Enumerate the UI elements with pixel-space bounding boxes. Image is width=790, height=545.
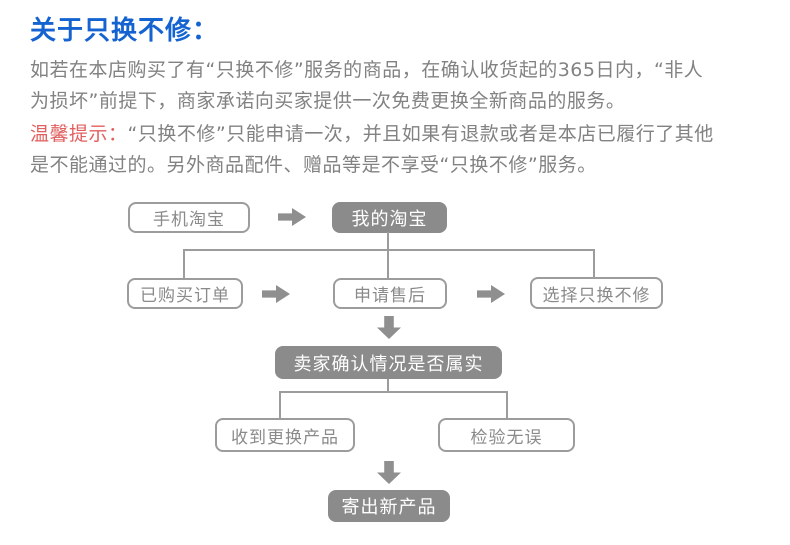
connector-line <box>183 249 595 251</box>
notice-line-1: 温馨提示：“只换不修”只能申请一次，并且如果有退款或者是本店已履行了其他 <box>30 119 775 150</box>
notice-paragraph: 温馨提示：“只换不修”只能申请一次，并且如果有退款或者是本店已履行了其他 是不能… <box>30 119 775 181</box>
intro-paragraph: 如若在本店购买了有“只换不修”服务的商品，在确认收货起的365日内，“非人 为损… <box>30 55 775 117</box>
arrow-right-icon <box>477 285 505 303</box>
intro-line-2: 为损坏”前提下，商家承诺向买家提供一次免费更换全新商品的服务。 <box>30 90 626 112</box>
connector-line <box>279 391 508 393</box>
flow-node-apply-aftersale: 申请售后 <box>333 278 447 309</box>
flow-node-purchased-orders: 已购买订单 <box>127 278 243 309</box>
flow-node-ship-new-product: 寄出新产品 <box>328 490 450 522</box>
connector-line <box>506 391 508 418</box>
notice-label: 温馨提示： <box>30 123 128 145</box>
connector-line <box>387 379 389 393</box>
connector-line <box>279 391 281 418</box>
arrow-right-icon <box>262 285 290 303</box>
arrow-down-icon <box>377 461 401 484</box>
flow-node-seller-confirm: 卖家确认情况是否属实 <box>275 346 502 379</box>
connector-line <box>387 249 389 278</box>
flow-node-receive-replacement: 收到更换产品 <box>215 418 355 452</box>
connector-line <box>593 249 595 277</box>
arrow-right-icon <box>278 208 306 226</box>
notice-line-2: 是不能通过的。另外商品配件、赠品等是不享受“只换不修”服务。 <box>30 154 597 176</box>
connector-line <box>183 249 185 278</box>
flow-node-inspection-ok: 检验无误 <box>438 418 575 452</box>
notice-line-1-text: “只换不修”只能申请一次，并且如果有退款或者是本店已履行了其他 <box>127 123 714 145</box>
arrow-down-icon <box>377 316 401 339</box>
flow-node-mobile-taobao: 手机淘宝 <box>128 202 250 233</box>
page-title: 关于只换不修： <box>30 16 220 46</box>
flow-node-my-taobao: 我的淘宝 <box>332 202 447 233</box>
flow-node-choose-replace-only: 选择只换不修 <box>530 277 663 309</box>
intro-line-1: 如若在本店购买了有“只换不修”服务的商品，在确认收货起的365日内，“非人 <box>30 59 704 81</box>
connector-line <box>387 232 389 251</box>
